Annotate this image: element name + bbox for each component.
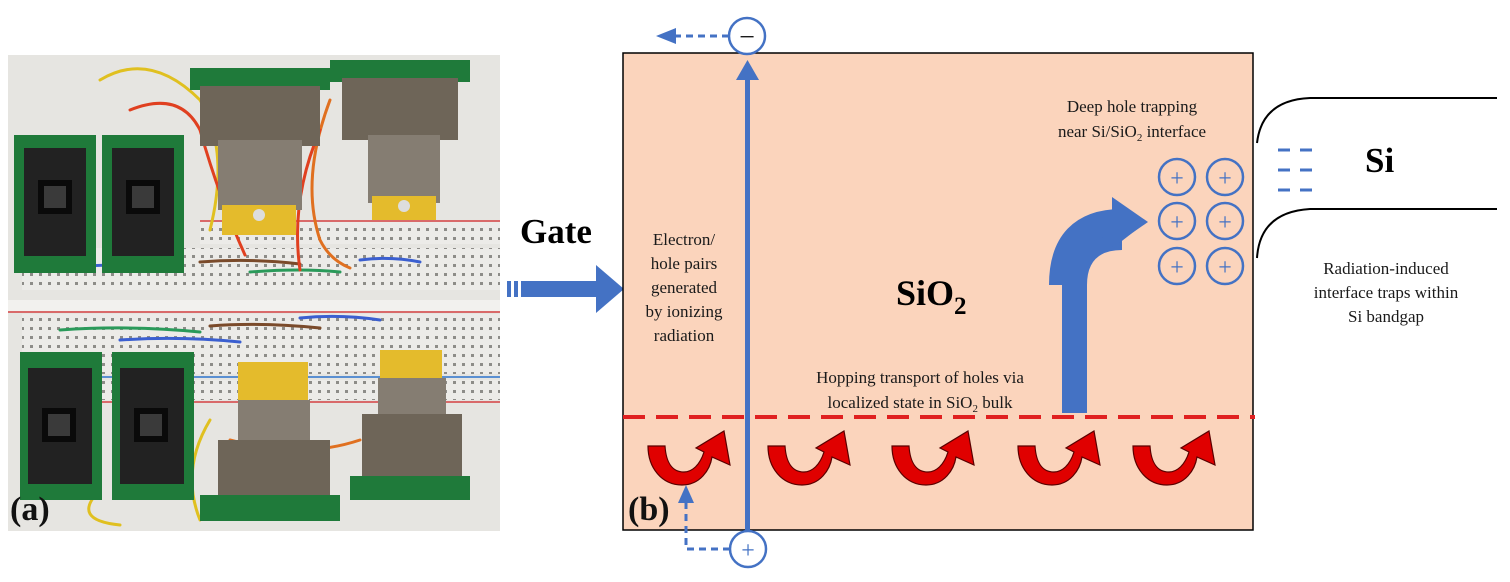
breadboard-strip: [22, 248, 500, 290]
interface-trap-levels: [1278, 148, 1312, 192]
svg-text:+: +: [1170, 210, 1184, 236]
svg-text:+: +: [1218, 166, 1232, 192]
si-band-edges: [1256, 97, 1497, 259]
socket-board: [102, 135, 184, 273]
electron-exit-arrow: [656, 28, 729, 44]
hopping-arrows: [647, 430, 1216, 486]
svg-text:Electron/: Electron/: [653, 230, 716, 249]
trapped-hole: +: [1157, 157, 1197, 197]
electron-symbol: −: [739, 22, 755, 53]
device-package: [200, 362, 340, 521]
hopping-text: Hopping transport of holes via localized…: [816, 368, 1024, 415]
svg-text:radiation: radiation: [654, 326, 715, 345]
gate-label: Gate: [520, 212, 592, 251]
hole-symbol: +: [741, 538, 755, 564]
si-label: Si: [1365, 141, 1394, 180]
svg-text:+: +: [1170, 255, 1184, 281]
hole-entry-arrow: [678, 485, 730, 551]
svg-text:hole pairs: hole pairs: [651, 254, 718, 273]
panel-a-photo: (a): [8, 55, 500, 531]
hole-transport-arrow: [1049, 197, 1148, 413]
socket-board: [14, 135, 96, 273]
interface-traps-text: Radiation-induced interface traps within…: [1314, 259, 1459, 326]
hopping-arrow: [767, 430, 851, 486]
svg-text:generated: generated: [651, 278, 718, 297]
trapped-hole: +: [1205, 201, 1245, 241]
conduction-band-edge: [1256, 97, 1497, 144]
svg-text:localized state in SiO2 bulk: localized state in SiO2 bulk: [828, 393, 1013, 415]
device-package: [330, 60, 470, 220]
hopping-arrow: [647, 430, 731, 486]
svg-text:Deep hole trapping: Deep hole trapping: [1067, 97, 1198, 116]
svg-text:Hopping transport of holes via: Hopping transport of holes via: [816, 368, 1024, 387]
svg-text:+: +: [1170, 166, 1184, 192]
trapped-holes: + + + + + +: [1157, 157, 1245, 286]
svg-text:by ionizing: by ionizing: [646, 302, 723, 321]
device-package: [350, 350, 470, 500]
trapped-hole: +: [1157, 246, 1197, 286]
panel-b-label: (b): [628, 491, 670, 528]
hopping-arrow: [891, 430, 975, 486]
svg-text:+: +: [1218, 210, 1232, 236]
trapped-hole: +: [1205, 157, 1245, 197]
sio2-label: SiO2: [896, 273, 967, 320]
deep-trap-text: Deep hole trapping near Si/SiO2 interfac…: [1058, 97, 1206, 144]
valence-band-edge: [1256, 208, 1497, 259]
panel-a-label: (a): [10, 491, 50, 528]
trapped-hole: +: [1205, 246, 1245, 286]
svg-text:Radiation-induced: Radiation-induced: [1323, 259, 1449, 278]
svg-text:interface traps within: interface traps within: [1314, 283, 1459, 302]
svg-text:+: +: [1218, 255, 1232, 281]
trapped-hole: +: [1157, 201, 1197, 241]
svg-text:Si bandgap: Si bandgap: [1348, 307, 1424, 326]
hopping-arrow: [1132, 430, 1216, 486]
gate-arrow: [507, 265, 624, 313]
socket-board: [20, 352, 102, 500]
device-package: [190, 68, 330, 235]
socket-board: [112, 352, 194, 500]
svg-text:near Si/SiO2 interface: near Si/SiO2 interface: [1058, 122, 1206, 144]
electron-path: [736, 60, 759, 533]
pair-generation-text: Electron/ hole pairs generated by ionizi…: [646, 230, 723, 345]
hopping-arrow: [1017, 430, 1101, 486]
